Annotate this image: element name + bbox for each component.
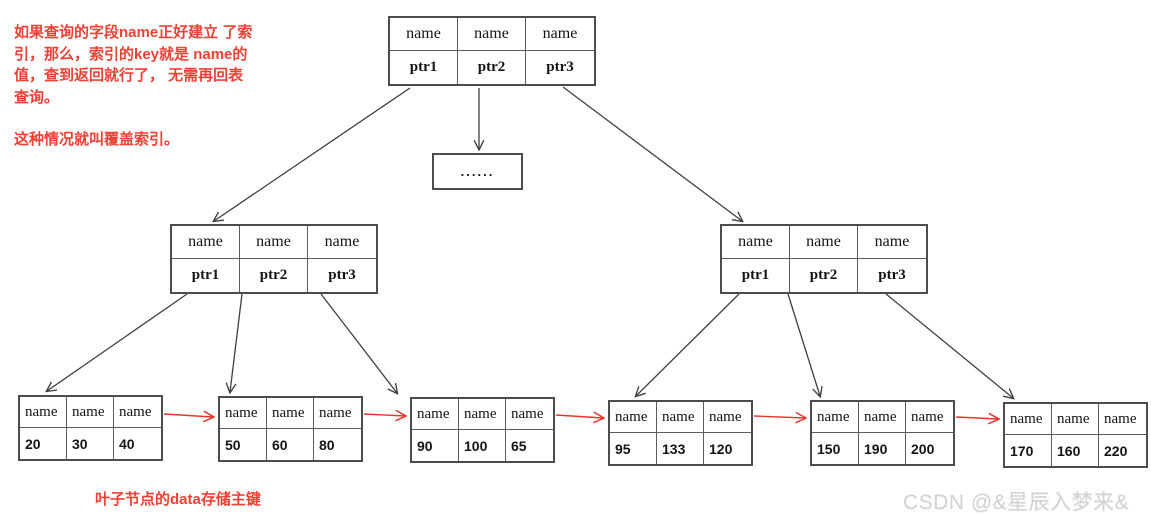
root-pointer-cell: ptr3 — [526, 51, 594, 84]
covering-index-annotation: 如果查询的字段name正好建立 了索引，那么，索引的key就是 name的值，查… — [14, 22, 254, 151]
leaf-value-cell: 30 — [67, 428, 114, 459]
root-pointer-cell: ptr1 — [390, 51, 458, 84]
internal-right-pointer-cell: ptr1 — [722, 259, 790, 292]
internal-right-key-cell: name — [790, 226, 858, 259]
leaf-value-cell: 65 — [506, 430, 553, 461]
internal-left-key-cell: name — [308, 226, 376, 259]
leaf-value-cell: 100 — [459, 430, 506, 461]
leaf-value-cell: 60 — [267, 429, 314, 460]
leaf-link-1-to-2 — [163, 414, 213, 417]
leaf-link-5-to-6 — [955, 417, 998, 419]
root-key-cell: name — [458, 18, 526, 51]
leaf-key-cell: name — [314, 398, 361, 429]
leaf-key-cell: name — [114, 397, 161, 428]
leaf-key-cell: name — [859, 402, 906, 433]
internal-left-key-cell: name — [172, 226, 240, 259]
annotation-paragraph-1: 如果查询的字段name正好建立 了索引，那么，索引的key就是 name的值，查… — [14, 24, 253, 106]
internal-right-key-cell: name — [858, 226, 926, 259]
csdn-watermark: CSDN @&星辰入梦来& — [903, 491, 1130, 514]
internal-left-pointer-cell: ptr1 — [172, 259, 240, 292]
edge-internal-right-to-leaf-6 — [885, 293, 1013, 398]
leaf-key-cell: name — [906, 402, 953, 433]
leaf-key-cell: name — [220, 398, 267, 429]
leaf-key-cell: name — [704, 402, 751, 433]
leaf-value-cell: 50 — [220, 429, 267, 460]
root-node: name name name ptr1 ptr2 ptr3 — [388, 16, 596, 86]
leaf-key-cell: name — [812, 402, 859, 433]
leaf-key-cell: name — [610, 402, 657, 433]
leaf-key-cell: name — [267, 398, 314, 429]
internal-right-pointer-cell: ptr2 — [790, 259, 858, 292]
leaf-data-caption: 叶子节点的data存储主键 — [95, 491, 261, 508]
annotation-paragraph-2: 这种情况就叫覆盖索引。 — [14, 131, 180, 148]
internal-node-right: name name name ptr1 ptr2 ptr3 — [720, 224, 928, 294]
internal-node-left: name name name ptr1 ptr2 ptr3 — [170, 224, 378, 294]
internal-right-pointer-cell: ptr3 — [858, 259, 926, 292]
leaf-key-cell: name — [459, 399, 506, 430]
leaf-value-cell: 20 — [20, 428, 67, 459]
leaf-link-4-to-5 — [753, 416, 805, 418]
edge-internal-right-to-leaf-5 — [787, 293, 820, 396]
leaf-value-cell: 190 — [859, 433, 906, 464]
leaf-key-cell: name — [506, 399, 553, 430]
leaf-value-cell: 95 — [610, 433, 657, 464]
leaf-value-cell: 170 — [1005, 435, 1052, 466]
leaf-link-3-to-4 — [555, 415, 603, 418]
leaf-key-cell: name — [67, 397, 114, 428]
leaf-value-cell: 220 — [1099, 435, 1146, 466]
leaf-key-cell: name — [20, 397, 67, 428]
leaf-node-2: name name name 50 60 80 — [218, 396, 363, 462]
leaf-value-cell: 40 — [114, 428, 161, 459]
leaf-node-5: name name name 150 190 200 — [810, 400, 955, 466]
internal-left-pointer-cell: ptr3 — [308, 259, 376, 292]
leaf-node-3: name name name 90 100 65 — [410, 397, 555, 463]
leaf-node-6: name name name 170 160 220 — [1003, 402, 1148, 468]
leaf-key-cell: name — [1052, 404, 1099, 435]
leaf-key-cell: name — [1099, 404, 1146, 435]
leaf-value-cell: 160 — [1052, 435, 1099, 466]
leaf-value-cell: 133 — [657, 433, 704, 464]
leaf-value-cell: 90 — [412, 430, 459, 461]
root-pointer-cell: ptr2 — [458, 51, 526, 84]
leaf-key-cell: name — [412, 399, 459, 430]
edge-root-to-internal-right — [562, 86, 742, 221]
leaf-link-2-to-3 — [363, 414, 405, 416]
internal-right-key-cell: name — [722, 226, 790, 259]
leaf-value-cell: 150 — [812, 433, 859, 464]
internal-left-pointer-cell: ptr2 — [240, 259, 308, 292]
root-key-cell: name — [526, 18, 594, 51]
root-key-cell: name — [390, 18, 458, 51]
leaf-value-cell: 120 — [704, 433, 751, 464]
leaf-value-cell: 200 — [906, 433, 953, 464]
edge-internal-left-to-leaf-3 — [320, 293, 397, 393]
leaf-node-1: name name name 20 30 40 — [18, 395, 163, 461]
edge-internal-right-to-leaf-4 — [636, 293, 740, 396]
edge-internal-left-to-leaf-1 — [47, 293, 188, 391]
edge-internal-left-to-leaf-2 — [230, 293, 243, 392]
ellipsis-node: ...... — [432, 153, 523, 190]
internal-left-key-cell: name — [240, 226, 308, 259]
leaf-node-4: name name name 95 133 120 — [608, 400, 753, 466]
leaf-value-cell: 80 — [314, 429, 361, 460]
leaf-key-cell: name — [1005, 404, 1052, 435]
leaf-key-cell: name — [657, 402, 704, 433]
